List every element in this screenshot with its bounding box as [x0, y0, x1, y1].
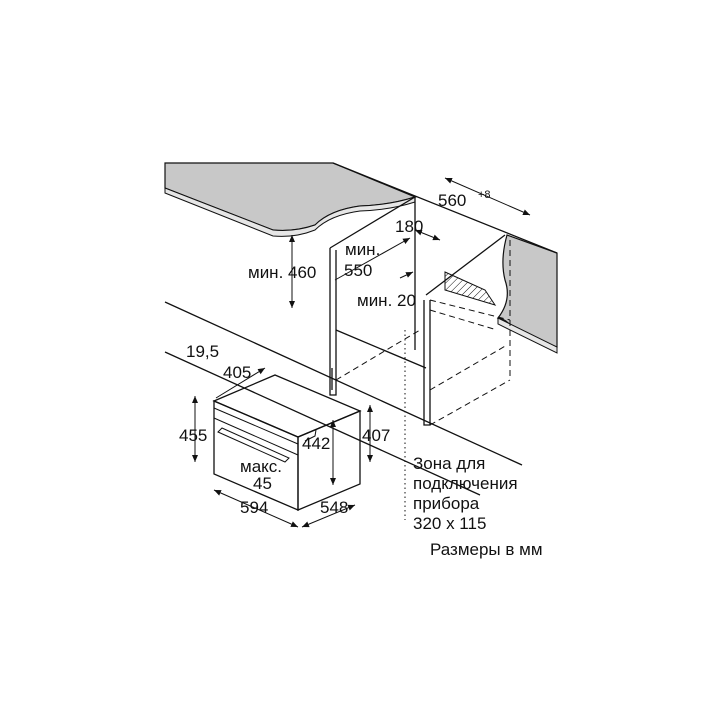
dim-height-side: 407 [362, 426, 390, 445]
dim-min-depth-label: мин. [345, 240, 380, 259]
dimension-lines [192, 177, 531, 528]
oven-handle [217, 427, 290, 463]
units-note: Размеры в мм [430, 540, 543, 559]
dim-min-gap: мин. 20 [357, 291, 416, 310]
dim-top-depth: 405 [223, 363, 251, 382]
cabinet-lines [164, 162, 558, 520]
dim-niche-width: 560 [438, 191, 466, 210]
dim-min-depth: 550 [344, 261, 372, 280]
zone-line-2: подключения [413, 474, 518, 493]
dim-height-front: 455 [179, 426, 207, 445]
connection-zone-hatch [444, 271, 497, 306]
dimension-labels: 560 +8 180 мин. 550 мин. 460 мин. 20 19,… [179, 189, 491, 517]
left-countertop [164, 162, 417, 237]
zone-line-1: Зона для [413, 454, 485, 473]
right-countertop [496, 234, 558, 354]
oven [212, 374, 362, 511]
dim-niche-tolerance: +8 [478, 189, 491, 201]
dim-front-offset: 19,5 [186, 342, 219, 361]
dim-min-height: мин. 460 [248, 263, 316, 282]
zone-line-4: 320 x 115 [413, 514, 486, 533]
dim-depth: 548 [320, 498, 348, 517]
dim-max-value: 45 [253, 474, 272, 493]
zone-line-3: прибора [413, 494, 480, 513]
dim-max-label: макс. [240, 457, 282, 476]
dim-width: 594 [240, 498, 268, 517]
control-knob [304, 429, 317, 442]
connection-zone-text: Зона для подключения прибора 320 x 115 [413, 454, 518, 533]
dim-connection-offset: 180 [395, 217, 423, 236]
dim-height-body: 442 [302, 434, 330, 453]
